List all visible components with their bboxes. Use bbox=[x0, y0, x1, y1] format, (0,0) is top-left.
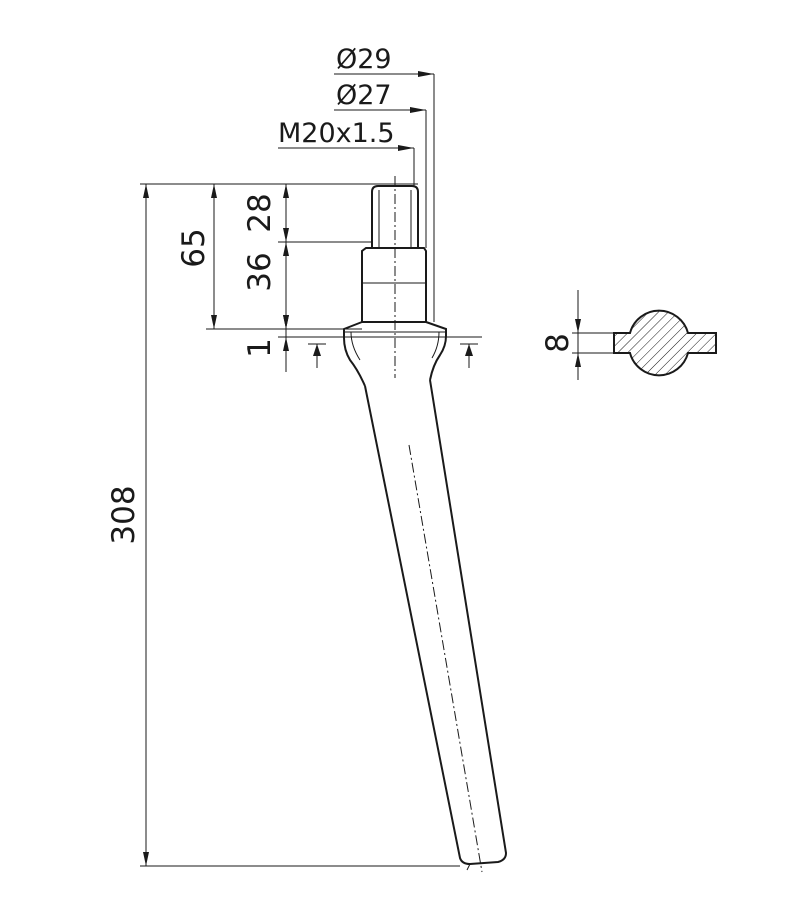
cross-section-view: 8 bbox=[540, 290, 717, 380]
collar bbox=[361, 247, 427, 323]
section-hatch-fill bbox=[614, 310, 716, 376]
length-thread-label: 28 bbox=[242, 193, 278, 232]
diameter-outer-label: Ø29 bbox=[336, 44, 392, 75]
tine-part bbox=[343, 176, 508, 873]
length-dimensions: 28 36 65 1 308 bbox=[106, 183, 482, 867]
length-collar-label: 36 bbox=[242, 252, 278, 291]
length-head-label: 65 bbox=[176, 228, 212, 267]
flange bbox=[343, 321, 447, 387]
tine-shank bbox=[364, 379, 508, 866]
thread-label: M20x1.5 bbox=[278, 118, 395, 149]
section-outline bbox=[613, 309, 717, 377]
flange-inner-right bbox=[431, 331, 440, 359]
section-markers bbox=[308, 343, 478, 368]
centerline-shank bbox=[408, 444, 483, 873]
section-thickness-label: 8 bbox=[540, 333, 576, 353]
diameter-inner-label: Ø27 bbox=[336, 80, 392, 111]
tip-edge bbox=[466, 863, 471, 871]
diameter-dimensions: Ø29 Ø27 M20x1.5 bbox=[278, 44, 435, 322]
offset-label: 1 bbox=[242, 338, 278, 358]
flange-inner-left bbox=[350, 331, 361, 361]
length-total-label: 308 bbox=[106, 485, 142, 544]
